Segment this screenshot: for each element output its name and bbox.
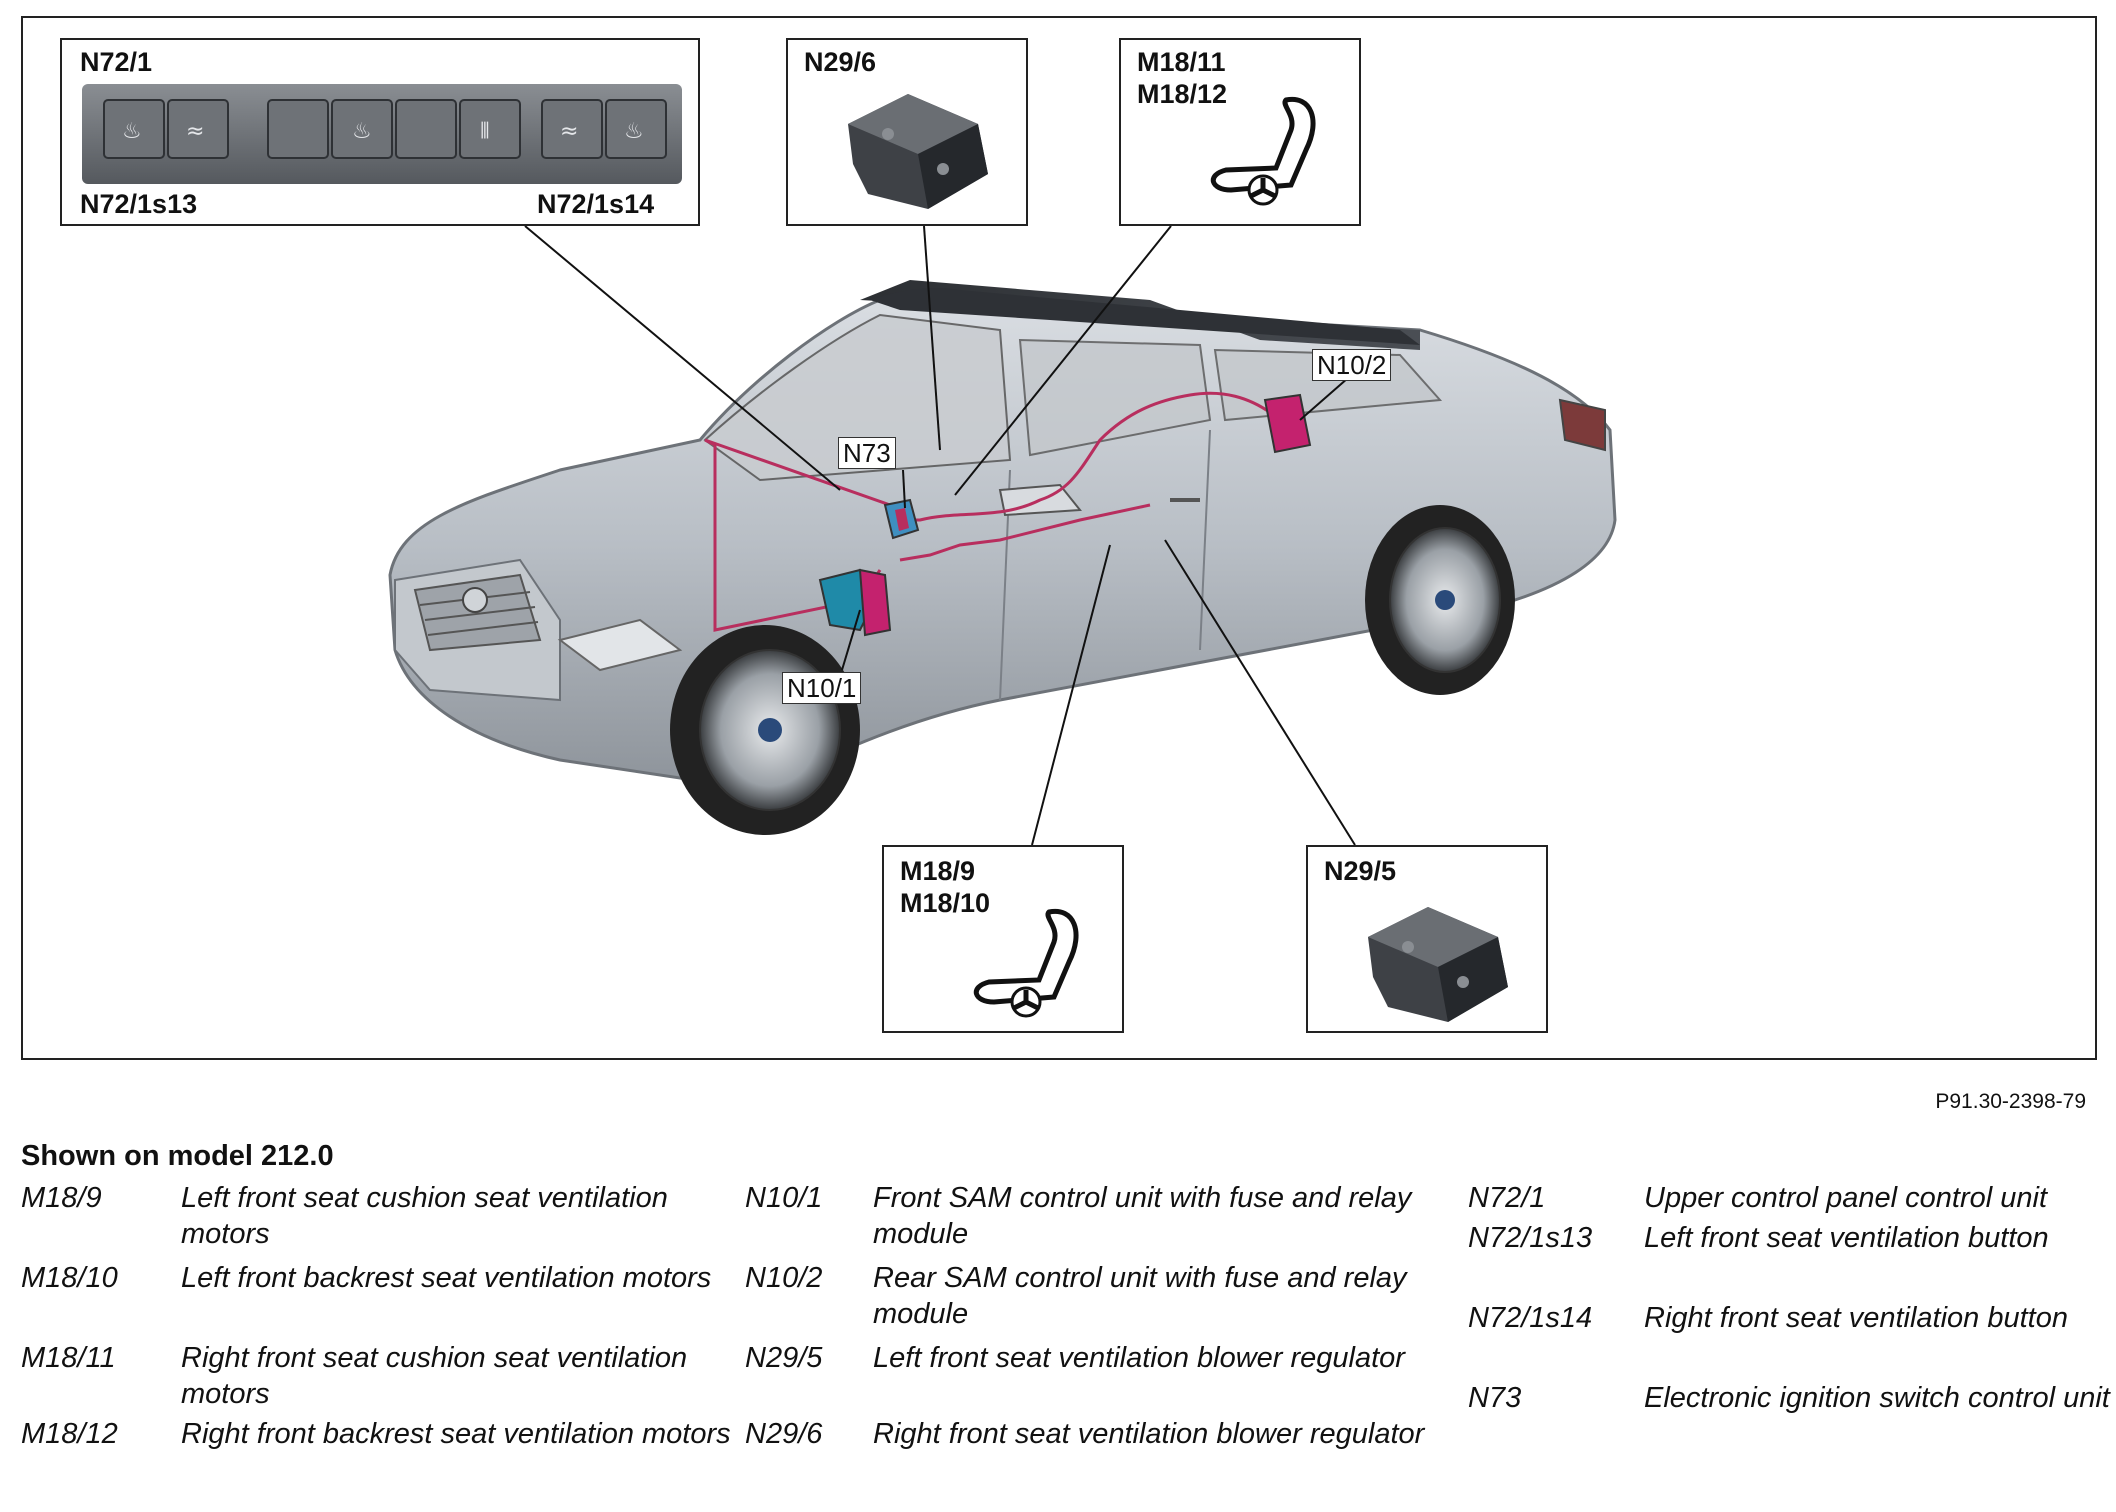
legend-code: N72/1: [1468, 1182, 1546, 1214]
legend-code: N29/5: [745, 1342, 823, 1374]
seat-fan-icon: [1211, 96, 1316, 206]
callout-m18-9-m18-10: M18/9 M18/10: [882, 845, 1124, 1033]
callout-n72-1: N72/1 ♨ ≈ ♨ ⦀ ≈ ♨ N72/1s13 N72/1s14: [60, 38, 700, 226]
legend-description: Rear SAM control unit with fuse and rela…: [873, 1262, 1407, 1330]
svg-text:≈: ≈: [560, 119, 578, 144]
legend-code: N73: [1468, 1382, 1522, 1414]
legend-description: Left front seat ventilation blower regul…: [873, 1342, 1405, 1374]
legend-description: Left front seat ventilation button: [1644, 1222, 2049, 1254]
callout-n29-5-title: N29/5: [1324, 856, 1397, 886]
legend-description: Right front backrest seat ventilation mo…: [181, 1418, 731, 1450]
svg-text:♨: ♨: [122, 119, 142, 144]
legend-description: Left front seat cushion seat ventilation…: [181, 1182, 668, 1250]
svg-text:♨: ♨: [624, 119, 644, 144]
tag-n73: N73: [838, 437, 896, 469]
legend-item: M18/9 Left front seat cushion seat ventil…: [21, 1180, 741, 1260]
legend-description: Right front seat ventilation blower regu…: [873, 1418, 1425, 1450]
callout-m18-11-title: M18/11 M18/12: [1137, 47, 1228, 109]
legend-code: M18/11: [21, 1342, 116, 1374]
callout-m18-9-title: M18/9 M18/10: [900, 856, 991, 918]
svg-text:⦀: ⦀: [480, 119, 490, 144]
n73-unit: [883, 498, 920, 540]
legend-code: N72/1s13: [1468, 1222, 1593, 1254]
svg-text:♨: ♨: [352, 119, 372, 144]
callout-n29-6-title: N29/6: [804, 47, 877, 77]
legend-item: N10/1 Front SAM control unit with fuse an…: [745, 1180, 1473, 1260]
legend-title: Shown on model 212.0: [21, 1140, 334, 1172]
callout-n72-1-title: N72/1: [80, 47, 153, 77]
legend-code: M18/9: [21, 1182, 102, 1214]
legend-item: N72/1s13 Left front seat ventilation butt…: [1468, 1220, 2116, 1300]
legend-item: N29/6 Right front seat ventilation blower…: [745, 1416, 1473, 1496]
legend-code: N10/2: [745, 1262, 823, 1294]
legend-item: N29/5 Left front seat ventilation blower …: [745, 1340, 1473, 1420]
legend-code: M18/10: [21, 1262, 118, 1294]
legend-code: M18/12: [21, 1418, 118, 1450]
callout-m18-11-m18-12: M18/11 M18/12: [1119, 38, 1361, 226]
legend-description: Electronic ignition switch control unit: [1644, 1382, 2110, 1414]
callout-n72-1s13-label: N72/1s13: [80, 189, 198, 219]
legend-code: N10/1: [745, 1182, 823, 1214]
legend-item: N73 Electronic ignition switch control un…: [1468, 1380, 2116, 1460]
svg-text:≈: ≈: [186, 119, 204, 144]
n29-6-blower-regulator-icon: [848, 94, 988, 209]
legend-description: Front SAM control unit with fuse and rel…: [873, 1182, 1412, 1250]
legend-item: N10/2 Rear SAM control unit with fuse and…: [745, 1260, 1473, 1340]
callout-n29-5: N29/5: [1306, 845, 1548, 1033]
legend-code: N72/1s14: [1468, 1302, 1593, 1334]
callout-n72-1s14-label: N72/1s14: [537, 189, 655, 219]
callout-n29-6: N29/6: [786, 38, 1028, 226]
legend-description: Upper control panel control unit: [1644, 1182, 2048, 1214]
legend-item: M18/10 Left front backrest seat ventilati…: [21, 1260, 741, 1340]
legend-item: N72/1 Upper control panel control unit: [1468, 1180, 2116, 1260]
tag-n10-2: N10/2: [1312, 349, 1392, 381]
n29-5-blower-regulator-icon: [1368, 907, 1508, 1022]
car-illustration: [388, 280, 1617, 835]
legend-code: N29/6: [745, 1418, 823, 1450]
legend-item: N72/1s14 Right front seat ventilation but…: [1468, 1300, 2116, 1380]
legend-description: Right front seat cushion seat ventilatio…: [181, 1342, 688, 1410]
legend-item: M18/11 Right front seat cushion seat vent…: [21, 1340, 741, 1420]
legend-item: M18/12 Right front backrest seat ventilat…: [21, 1416, 741, 1496]
seat-fan-icon: [974, 908, 1079, 1018]
n10-2-unit: [1263, 393, 1312, 454]
tag-n10-1: N10/1: [782, 672, 862, 704]
legend-description: Left front backrest seat ventilation mot…: [181, 1262, 712, 1294]
figure-id: P91.30-2398-79: [1935, 1090, 2086, 1113]
upper-control-panel: ♨ ≈ ♨ ⦀ ≈ ♨: [82, 84, 682, 184]
legend-description: Right front seat ventilation button: [1644, 1302, 2068, 1334]
